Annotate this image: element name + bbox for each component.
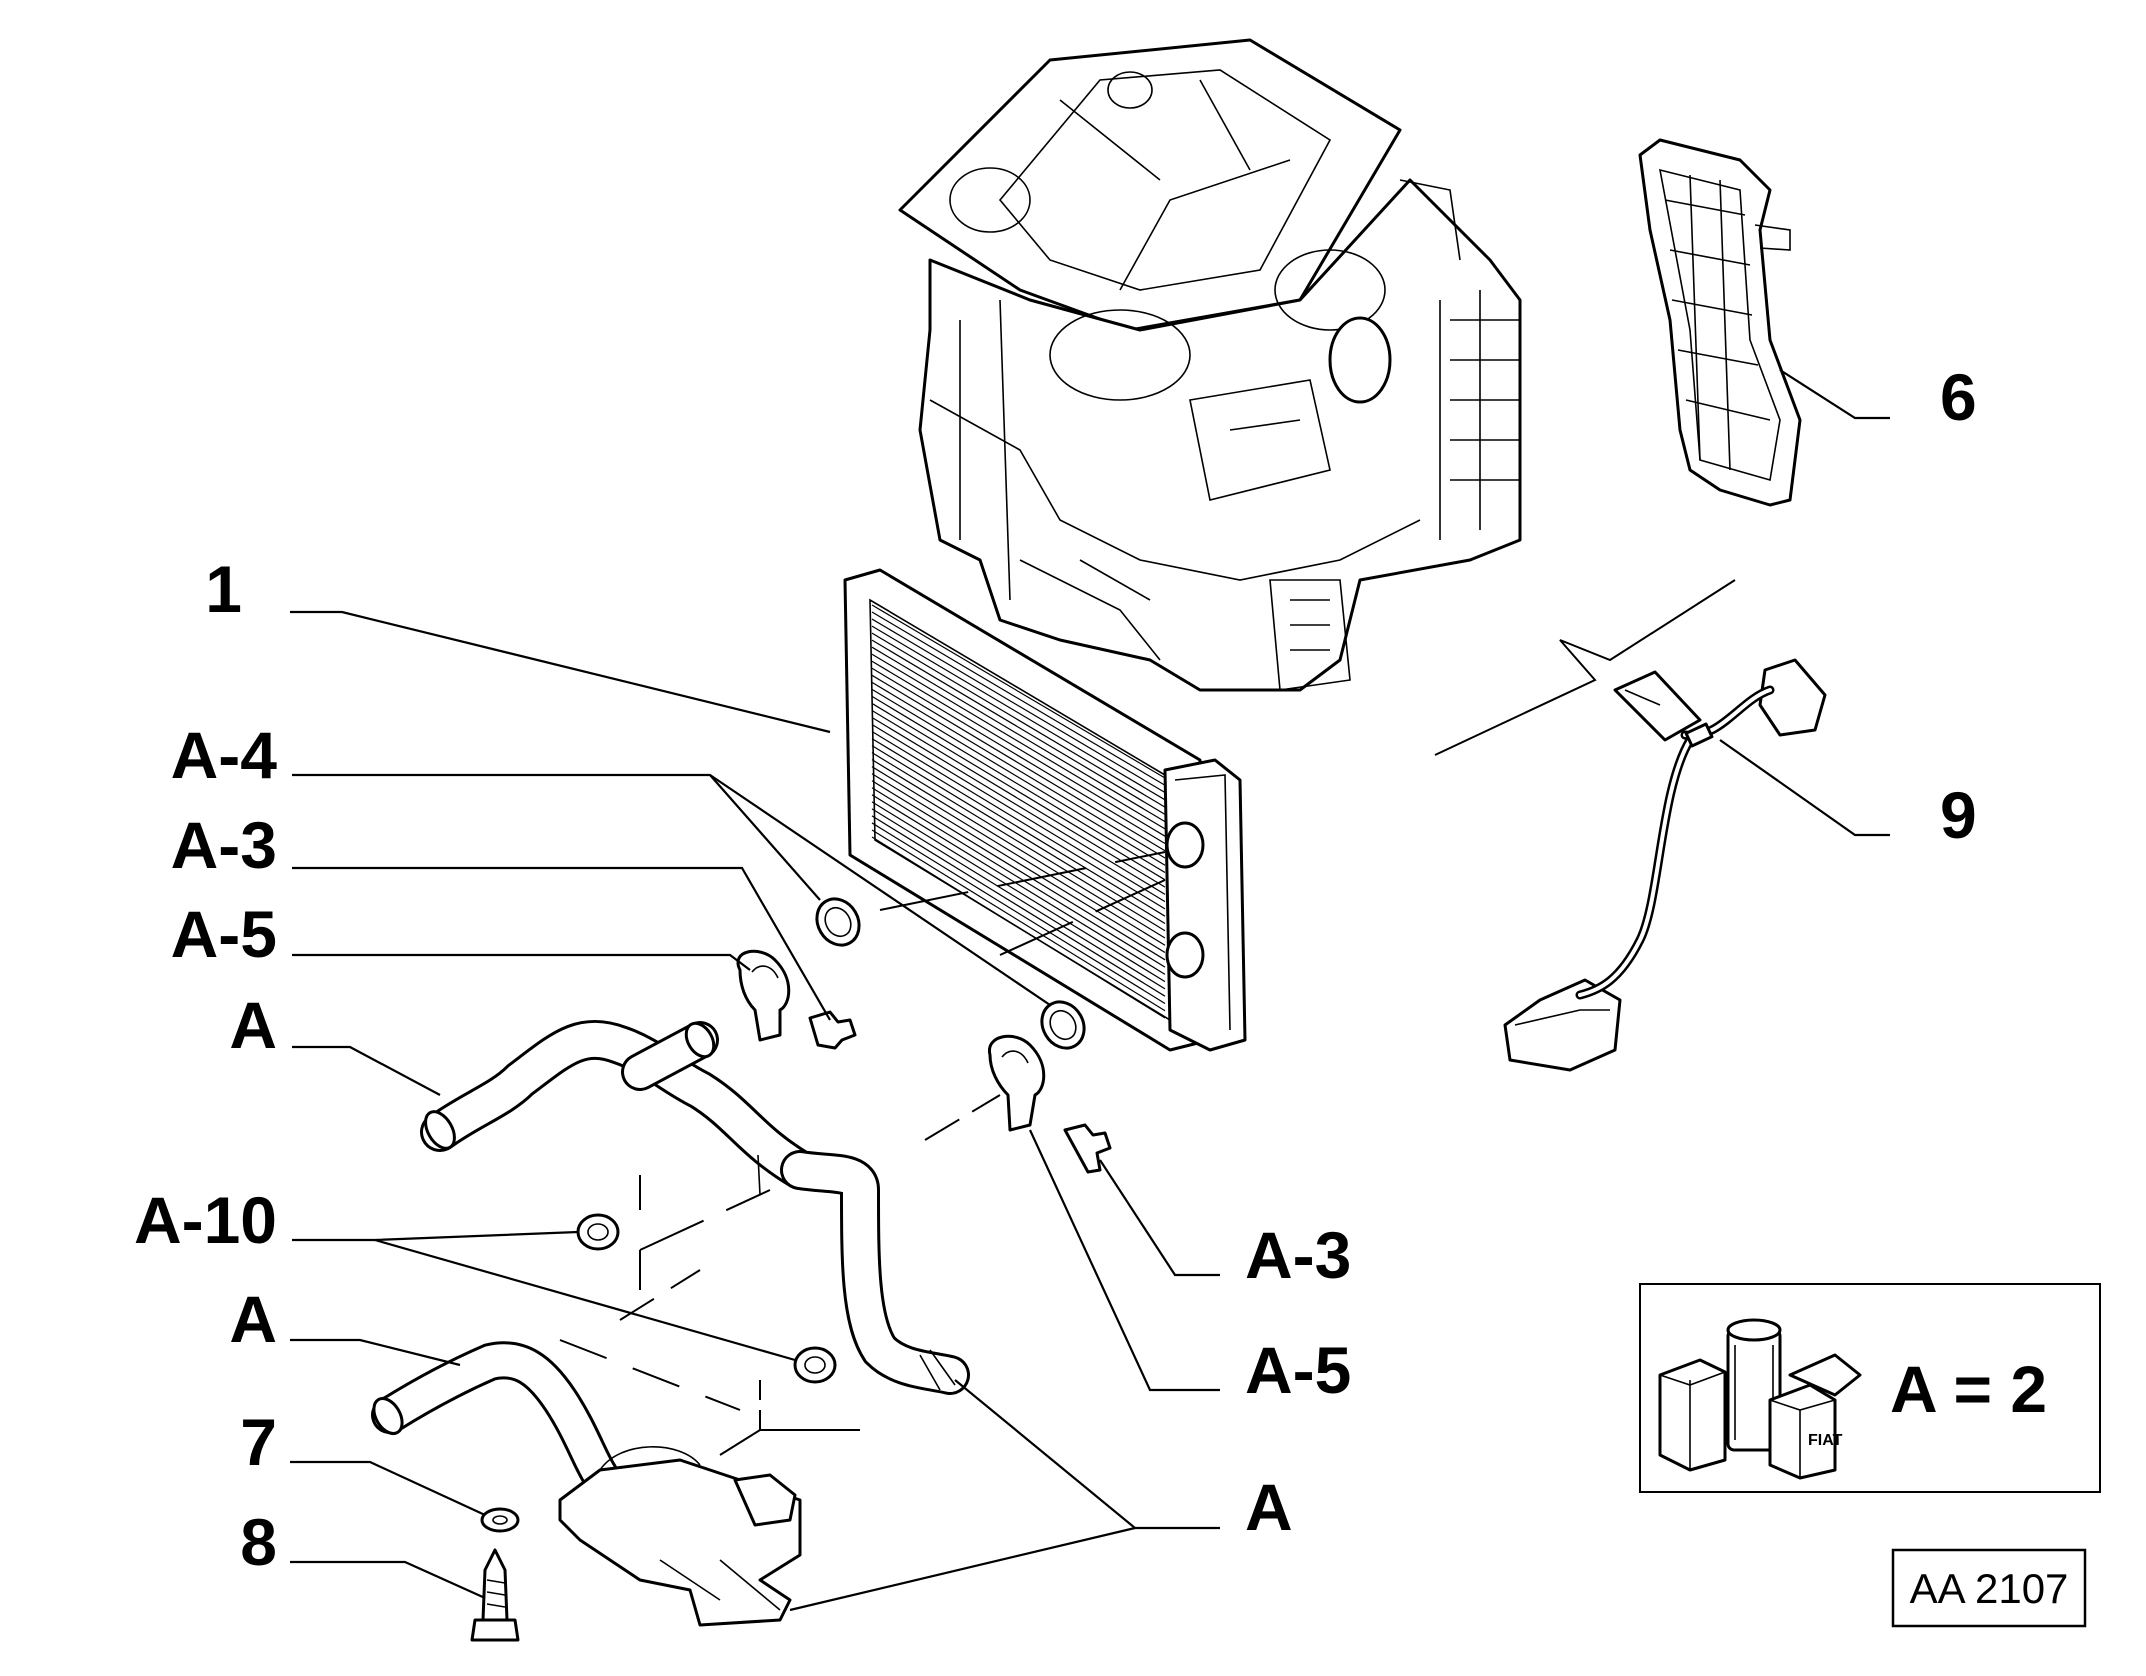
callout-8: 8 xyxy=(240,1505,277,1579)
callout-a3-left: A-3 xyxy=(171,808,277,882)
callout-a-right: A xyxy=(1245,1470,1293,1544)
callout-a5-right: A-5 xyxy=(1245,1333,1351,1407)
callout-7: 7 xyxy=(240,1405,277,1479)
leader-lines xyxy=(290,369,1890,1612)
valve-icon xyxy=(558,1446,802,1627)
clip-icon xyxy=(576,1213,837,1384)
callout-9: 9 xyxy=(1940,778,1977,852)
callout-6: 6 xyxy=(1940,360,1977,434)
callout-a4: A-4 xyxy=(171,718,278,792)
oring-icon xyxy=(815,897,1086,1050)
screw-icon xyxy=(808,1010,1112,1174)
hose-icon xyxy=(371,1341,619,1494)
fiat-kit-icon: FIAT xyxy=(1658,1318,1862,1480)
break-line xyxy=(1434,579,1736,756)
legend-logo-text: FIAT xyxy=(1808,1432,1843,1449)
hose-icon xyxy=(420,1019,970,1395)
guide-lines xyxy=(559,851,1166,1456)
callout-a-upper: A xyxy=(229,988,277,1062)
cover-panel-icon xyxy=(1638,138,1802,507)
legend-text: A = 2 xyxy=(1890,1352,2047,1426)
wiring-harness-icon xyxy=(1503,658,1827,1072)
legend-box: FIAT A = 2 xyxy=(1639,1283,2101,1493)
reference-code: AA 2107 xyxy=(1910,1565,2069,1612)
callout-a3-right: A-3 xyxy=(1245,1218,1351,1292)
washer-icon xyxy=(480,1507,520,1533)
callout-a10: A-10 xyxy=(134,1183,277,1257)
reference-box: AA 2107 xyxy=(1891,1548,2087,1628)
bolt-icon xyxy=(470,1548,520,1642)
clip-icon xyxy=(736,949,1046,1132)
callout-a-lower: A xyxy=(229,1282,277,1356)
heater-assembly-icon xyxy=(898,38,1522,692)
heater-matrix-icon xyxy=(843,568,1247,1052)
callout-a5-left: A-5 xyxy=(171,897,277,971)
callout-1: 1 xyxy=(205,552,242,626)
